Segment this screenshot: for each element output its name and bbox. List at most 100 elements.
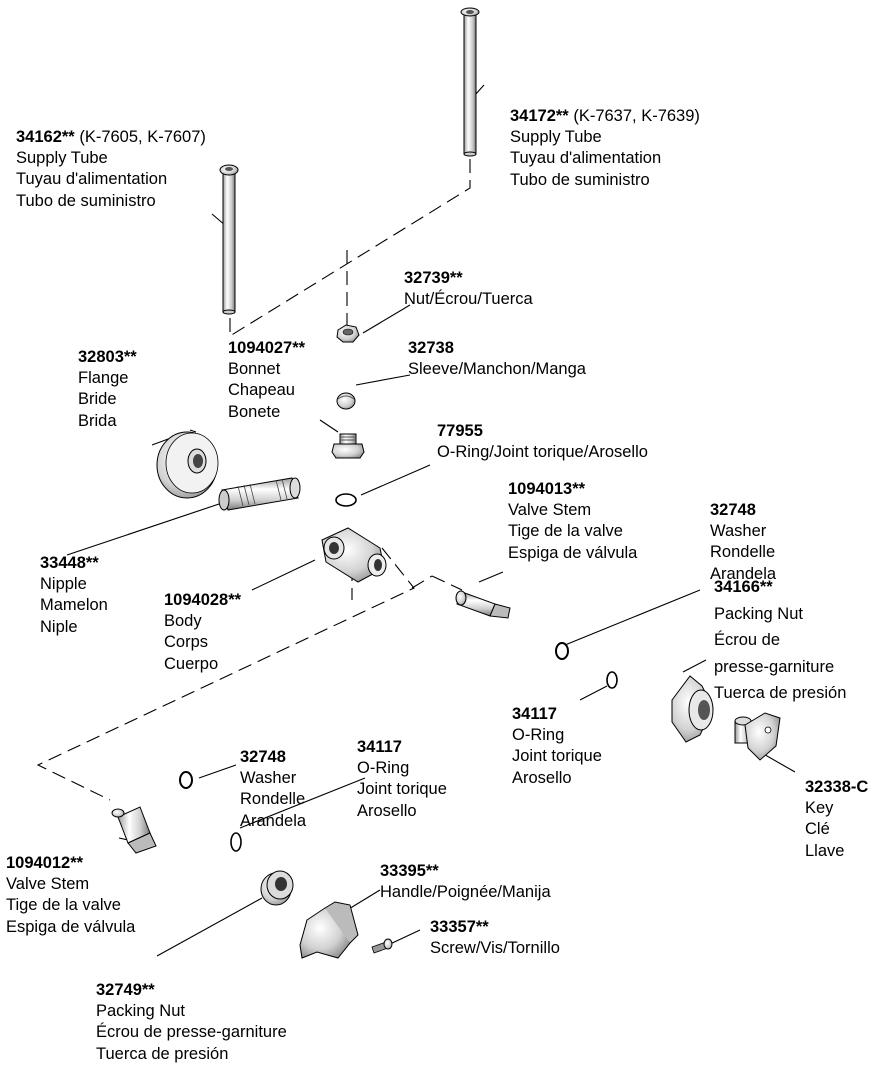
part-label-33357: 33357** Screw/Vis/Tornillo — [430, 917, 560, 959]
part-name-fr: Écrou de presse-garniture — [96, 1023, 287, 1042]
part-number: 34117 — [512, 705, 557, 723]
part-label-77955: 77955 O-Ring/Joint torique/Arosello — [437, 421, 648, 463]
part-name-en: Flange — [78, 369, 129, 388]
part-label-34166: 34166** Packing Nut Écrou de presse-garn… — [714, 574, 846, 707]
washer-left-illustration — [179, 771, 193, 789]
part-name-fr: Rondelle — [240, 790, 306, 809]
part-label-33395: 33395** Handle/Poignée/Manija — [380, 861, 551, 903]
part-label-32338-C: 32338-C Key Clé Llave — [805, 777, 868, 862]
part-number: 1094027** — [228, 339, 306, 357]
packing-nut-right-illustration — [671, 675, 714, 743]
part-name-fr: Tuyau d'alimentation — [16, 170, 168, 189]
part-name-en: Supply Tube — [510, 128, 602, 147]
part-number: 1094013** — [508, 480, 586, 498]
bonnet-illustration — [331, 433, 365, 459]
flange-illustration — [156, 431, 219, 499]
part-name-es: Niple — [40, 617, 78, 636]
part-name: Sleeve/Manchon/Manga — [408, 360, 586, 379]
part-name: Screw/Vis/Tornillo — [430, 939, 560, 958]
part-number: 32749** — [96, 981, 155, 999]
part-name-fr: Tuyau d'alimentation — [510, 149, 662, 168]
part-name-en: Key — [805, 799, 834, 818]
nut-illustration — [336, 324, 360, 343]
o-ring-top-illustration — [335, 493, 357, 507]
valve-stem-left-illustration — [111, 806, 157, 854]
part-number: 33357** — [430, 918, 489, 936]
part-name-fr: Tige de la valve — [6, 896, 121, 915]
part-name-en: Body — [164, 612, 202, 631]
nipple-illustration — [218, 477, 301, 511]
part-name-fr-2: presse-garniture — [714, 657, 835, 676]
part-name-es: Cuerpo — [164, 654, 219, 673]
part-label-32748-left: 32748 Washer Rondelle Arandela — [240, 747, 306, 832]
part-label-32738: 32738 Sleeve/Manchon/Manga — [408, 338, 586, 380]
part-label-32748-right: 32748 Washer Rondelle Arandela — [710, 500, 776, 585]
part-name-en: Nipple — [40, 575, 87, 594]
part-name-es: Llave — [805, 841, 845, 860]
part-model-note: (K-7637, K-7639) — [573, 107, 700, 125]
part-name-fr: Chapeau — [228, 381, 295, 400]
part-name-es: Arandela — [710, 564, 777, 583]
assembly-guide-lines — [36, 158, 471, 801]
part-name-es: Tuerca de presión — [96, 1044, 229, 1063]
handle-illustration — [299, 901, 359, 959]
part-model-note: (K-7605, K-7607) — [79, 128, 206, 146]
leader-lines — [66, 84, 796, 957]
part-name-es: Arandela — [240, 811, 307, 830]
part-name-es: Espiga de válvula — [6, 917, 136, 936]
screw-illustration — [371, 938, 393, 954]
part-number: 32748 — [710, 501, 756, 519]
valve-stem-right-illustration — [455, 590, 511, 619]
part-label-1094013: 1094013** Valve Stem Tige de la valve Es… — [508, 479, 637, 564]
part-name-es: Espiga de válvula — [508, 543, 638, 562]
part-name-es: Arosello — [357, 801, 417, 820]
part-label-1094027: 1094027** Bonnet Chapeau Bonete — [228, 338, 305, 423]
part-name-en: O-Ring — [357, 759, 410, 778]
part-name-en: Valve Stem — [6, 875, 90, 894]
part-number: 33448** — [40, 554, 99, 572]
part-label-1094028: 1094028** Body Corps Cuerpo — [164, 590, 241, 675]
part-label-32803: 32803** Flange Bride Brida — [78, 347, 137, 432]
o-ring-left-illustration — [230, 832, 242, 852]
part-label-34162: 34162** (K-7605, K-7607) Supply Tube Tuy… — [16, 127, 206, 212]
part-label-1094012: 1094012** Valve Stem Tige de la valve Es… — [6, 853, 135, 938]
part-name-fr: Mamelon — [40, 596, 108, 615]
part-name-fr: Clé — [805, 820, 830, 839]
part-label-34117-left: 34117 O-Ring Joint torique Arosello — [357, 737, 447, 822]
part-name-fr: Tige de la valve — [508, 522, 623, 541]
part-name-fr: Bride — [78, 390, 117, 409]
packing-nut-left-illustration — [260, 870, 294, 906]
part-name-fr: Corps — [164, 633, 209, 652]
washer-right-illustration — [555, 642, 569, 660]
part-name-fr: Joint torique — [512, 747, 602, 766]
part-name: Handle/Poignée/Manija — [380, 883, 551, 902]
part-name-es: Tuerca de presión — [714, 684, 847, 702]
part-name-es: Arosello — [512, 768, 572, 787]
part-name-es: Tubo de suministro — [510, 170, 650, 189]
part-name-en: Packing Nut — [96, 1002, 185, 1021]
part-number: 34162** — [16, 128, 75, 146]
part-number: 32738 — [408, 339, 454, 357]
part-name: Nut/Écrou/Tuerca — [404, 290, 533, 309]
part-name-en: Supply Tube — [16, 149, 108, 168]
o-ring-right-illustration — [606, 671, 618, 689]
part-label-34172: 34172** (K-7637, K-7639) Supply Tube Tuy… — [510, 106, 700, 191]
part-label-32749: 32749** Packing Nut Écrou de presse-garn… — [96, 980, 287, 1065]
part-name-en: Washer — [710, 522, 767, 541]
part-name-es: Bonete — [228, 402, 281, 421]
part-name: O-Ring/Joint torique/Arosello — [437, 443, 648, 462]
supply-tube-long-illustration — [460, 7, 480, 157]
part-name-es: Brida — [78, 411, 117, 430]
part-number: 34172** — [510, 107, 569, 125]
sleeve-illustration — [336, 392, 356, 410]
key-illustration — [734, 712, 781, 761]
body-illustration — [321, 527, 387, 583]
part-number: 1094012** — [6, 854, 84, 872]
part-name-en: Packing Nut — [714, 604, 803, 623]
part-number: 32739** — [404, 269, 463, 287]
part-number: 32338-C — [805, 778, 869, 796]
supply-tube-short-illustration — [219, 164, 239, 315]
part-number: 32748 — [240, 748, 286, 766]
